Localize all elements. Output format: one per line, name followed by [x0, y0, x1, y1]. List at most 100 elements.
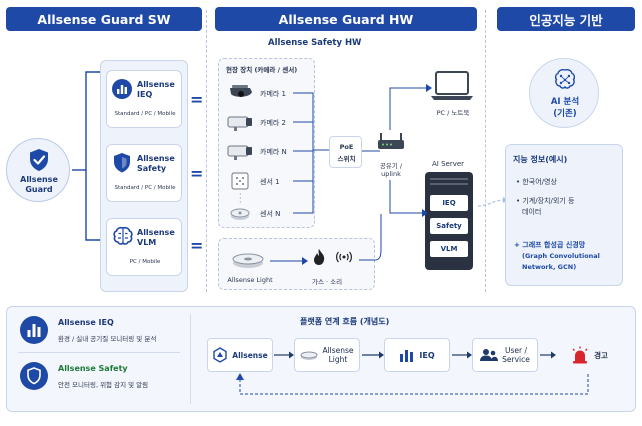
ellipsis-icon: ···: [239, 190, 242, 207]
ai-info-title: 지능 정보(예시): [513, 155, 568, 164]
light-gas-link: [270, 257, 308, 265]
legend-ieq-icon: [20, 316, 48, 344]
legend-ieq-desc: 환경 / 실내 공기질 모니터링 및 분석: [58, 335, 157, 343]
shield-check-icon: [26, 147, 52, 173]
siren-icon: [572, 346, 588, 364]
sensor-icon: [231, 172, 249, 190]
gcn-line1: + 그래프 합성곱 신경망: [514, 241, 586, 249]
sw-header: Allsense Guard SW: [6, 7, 202, 31]
ai-info-item: • 기계/장치/외기 등: [516, 197, 575, 205]
ai-header: 인공지능 기반: [497, 7, 635, 31]
router-server-link: [389, 180, 428, 217]
flow-step-ieq[interactable]: IEQ: [384, 338, 450, 372]
ai-info-panel: [505, 144, 623, 286]
flow-step-label-line1: User /: [504, 346, 527, 355]
guard-title-line2: Guard: [25, 185, 53, 194]
poe-label-line1: PoE: [339, 143, 354, 151]
product-name-line1: Allsense: [137, 80, 175, 89]
server-module-safety[interactable]: Safety: [430, 218, 468, 234]
flow-step-alert[interactable]: 경고: [556, 338, 622, 372]
flow-step-label: 경고: [594, 350, 608, 360]
pc-label: PC / 노트북: [436, 109, 470, 117]
legend-safety-icon: [20, 362, 48, 390]
router-pc-link: [389, 84, 432, 130]
product-desc: Standard / PC / Mobile: [114, 185, 176, 191]
gas-label: 가스 · 소리: [312, 278, 343, 286]
product-card-ieq[interactable]: Allsense IEQ Standard / PC / Mobile: [106, 70, 182, 128]
ai-analysis-badge: AI 분석 (기존): [529, 58, 599, 128]
gcn-line2: (Graph Convolutional: [522, 252, 600, 260]
poe-switch[interactable]: PoE 스위치: [329, 136, 362, 168]
product-desc: PC / Mobile: [129, 259, 161, 265]
product-card-vlm[interactable]: Allsense VLM PC / Mobile: [106, 218, 182, 276]
device-label: 카메라 N: [260, 148, 287, 156]
device-label: 카메라 2: [260, 119, 286, 127]
bar-chart-icon: [400, 350, 414, 362]
ai-info-item: • 한국어/영상: [516, 178, 557, 186]
sound-icon: [335, 250, 353, 264]
flow-step-user[interactable]: User /Service: [472, 338, 538, 372]
hw-header: Allsense Guard HW: [215, 7, 477, 31]
ai-server[interactable]: IEQ Safety VLM: [425, 172, 473, 270]
product-name-line2: IEQ: [137, 90, 153, 99]
gcn-line3: Network, GCN): [522, 263, 577, 271]
ai-brain-icon: [553, 68, 577, 90]
flow-step-label: IEQ: [419, 350, 435, 360]
brain-icon: [112, 226, 134, 246]
legend-ieq-name: Allsense IEQ: [58, 318, 114, 327]
flow-arrows: [274, 351, 556, 359]
equals-sign: =: [190, 90, 204, 109]
flow-step-label-line2: Light: [328, 355, 348, 364]
guard-bracket: [72, 71, 100, 241]
poe-router-link: [362, 150, 380, 152]
logo-icon: [213, 347, 227, 363]
device-poe-links: [293, 92, 331, 214]
flow-step-label-line1: Allsense: [322, 346, 354, 355]
router-icon: [377, 128, 405, 152]
server-module-vlm[interactable]: VLM: [430, 241, 468, 257]
light-icon: [300, 351, 318, 360]
flow-title: 플랫폼 연계 흐름 (개념도): [300, 317, 390, 326]
camera-icon: [226, 114, 254, 132]
ai-analysis-line1: AI 분석: [550, 97, 580, 107]
guard-badge: Allsense Guard: [6, 138, 70, 202]
flame-icon: [312, 248, 326, 266]
device-label: 센서 N: [260, 210, 281, 218]
light-server-link: [359, 214, 382, 261]
shield-icon: [112, 152, 132, 174]
guard-title-line1: Allsense: [20, 175, 58, 184]
product-name-line1: Allsense: [137, 154, 175, 163]
product-name-line1: Allsense: [137, 228, 175, 237]
device-label: 센서 1: [260, 178, 280, 186]
light-icon: [231, 248, 265, 270]
ai-analysis-line2: (기존): [553, 109, 577, 119]
hw-title: Allsense Safety HW: [268, 38, 362, 48]
flow-step-label: Allsense: [232, 350, 268, 360]
field-devices-panel: [218, 58, 315, 228]
server-module-ieq[interactable]: IEQ: [430, 195, 468, 211]
separator-hw-ai: [485, 10, 486, 292]
flow-step-allsense[interactable]: Allsense: [207, 338, 273, 372]
legend-divider: [18, 352, 180, 353]
server-title: AI Server: [432, 160, 465, 168]
product-card-safety[interactable]: Allsense Safety Standard / PC / Mobile: [106, 144, 182, 202]
camera-icon: [226, 143, 254, 161]
legend-safety-name: Allsense Safety: [58, 364, 128, 373]
flow-step-label-line2: Service: [502, 355, 530, 364]
flow-feedback-loop: [236, 373, 589, 395]
field-devices-title: 현장 장치 (카메라 / 센서): [226, 66, 298, 74]
users-icon: [480, 349, 499, 361]
product-name-line2: Safety: [137, 164, 167, 173]
legend-safety-desc: 안전 모니터링, 위험 감지 및 알림: [58, 381, 149, 389]
light-label: Allsense Light: [227, 276, 273, 284]
camera-icon: [228, 84, 254, 102]
bar-chart-icon: [112, 79, 132, 99]
product-name-line2: VLM: [137, 238, 157, 247]
poe-label-line2: 스위치: [337, 155, 356, 163]
device-label: 카메라 1: [260, 90, 286, 98]
equals-sign: =: [190, 236, 204, 255]
equals-sign: =: [190, 164, 204, 183]
router-label-line2: uplink: [381, 170, 401, 178]
router-label-line1: 공유기 /: [379, 162, 403, 170]
